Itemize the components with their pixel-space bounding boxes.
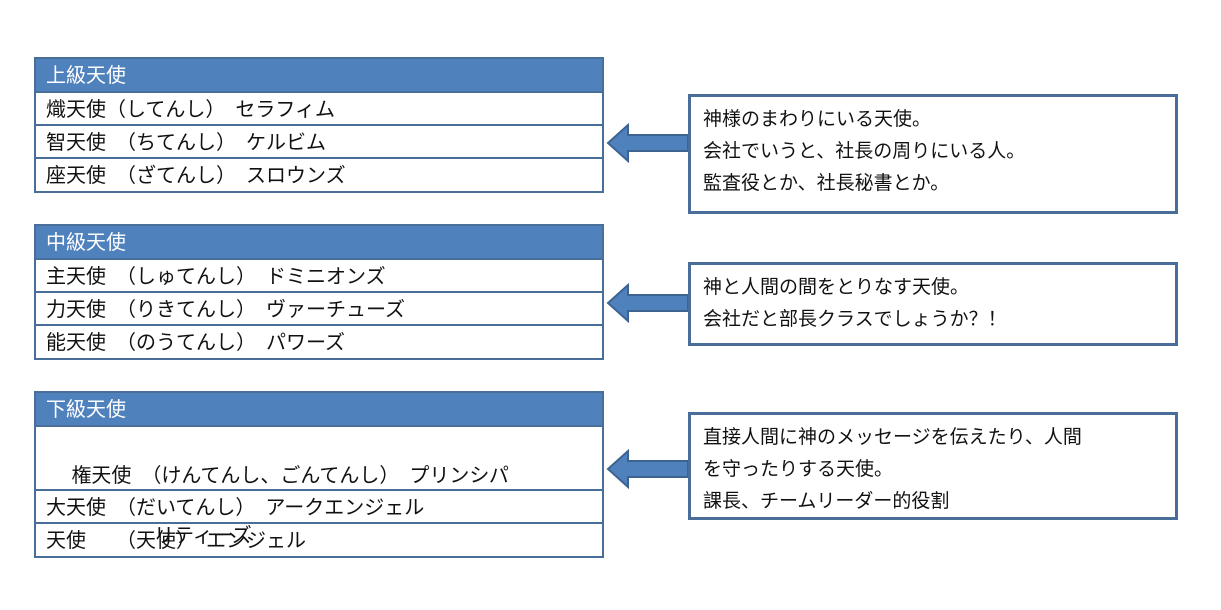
row-text-line: 権天使 （けんてんし、ごんてんし） プリンシパ bbox=[71, 463, 509, 487]
table-row: 主天使 （しゅてんし） ドミニオンズ bbox=[36, 260, 602, 293]
left-arrow-icon bbox=[606, 123, 689, 163]
table-header: 中級天使 bbox=[36, 226, 602, 260]
table-row: 熾天使（してんし） セラフィム bbox=[36, 93, 602, 126]
note-line: 会社だと部長クラスでしょうか？！ bbox=[703, 308, 1007, 330]
table-row: 権天使 （けんてんし、ごんてんし） プリンシパ リティーズ bbox=[36, 427, 602, 547]
table-row: 天使 （天使） エンジェル bbox=[46, 528, 306, 552]
note-line: 監査役とか、社長秘書とか。 bbox=[703, 172, 950, 194]
note-line: 直接人間に神のメッセージを伝えたり、人間 bbox=[703, 426, 1082, 448]
lower-angels-note: 直接人間に神のメッセージを伝えたり、人間 を守ったりする天使。 課長、チームリー… bbox=[688, 412, 1178, 520]
table-header: 上級天使 bbox=[36, 59, 602, 93]
left-arrow-icon bbox=[606, 449, 689, 489]
note-line: 会社でいうと、社長の周りにいる人。 bbox=[703, 140, 1026, 162]
note-line: 神と人間の間をとりなす天使。 bbox=[703, 276, 970, 298]
table-row: 大天使 （だいてんし） アークエンジェル bbox=[36, 491, 602, 524]
note-line: を守ったりする天使。 bbox=[703, 458, 894, 480]
middle-angels-table: 中級天使 主天使 （しゅてんし） ドミニオンズ 力天使 （りきてんし） ヴァーチ… bbox=[34, 224, 604, 360]
note-line: 課長、チームリーダー的役割 bbox=[703, 490, 950, 512]
table-header: 下級天使 bbox=[36, 393, 602, 427]
note-line: 神様のまわりにいる天使。 bbox=[703, 108, 932, 130]
middle-angels-note: 神と人間の間をとりなす天使。 会社だと部長クラスでしょうか？！ bbox=[688, 262, 1178, 346]
upper-angels-table: 上級天使 熾天使（してんし） セラフィム 智天使 （ちてんし） ケルビム 座天使… bbox=[34, 57, 604, 193]
lower-angels-table: 下級天使 権天使 （けんてんし、ごんてんし） プリンシパ リティーズ 大天使 （… bbox=[34, 391, 604, 558]
row-text-line: リティーズ bbox=[154, 523, 252, 547]
table-row: 能天使 （のうてんし） パワーズ bbox=[46, 330, 345, 354]
table-row: 力天使 （りきてんし） ヴァーチューズ bbox=[36, 293, 602, 326]
left-arrow-icon bbox=[606, 283, 689, 323]
table-row: 座天使 （ざてんし） スロウンズ bbox=[46, 163, 346, 187]
upper-angels-note: 神様のまわりにいる天使。 会社でいうと、社長の周りにいる人。 監査役とか、社長秘… bbox=[688, 94, 1178, 214]
table-row: 智天使 （ちてんし） ケルビム bbox=[36, 126, 602, 159]
